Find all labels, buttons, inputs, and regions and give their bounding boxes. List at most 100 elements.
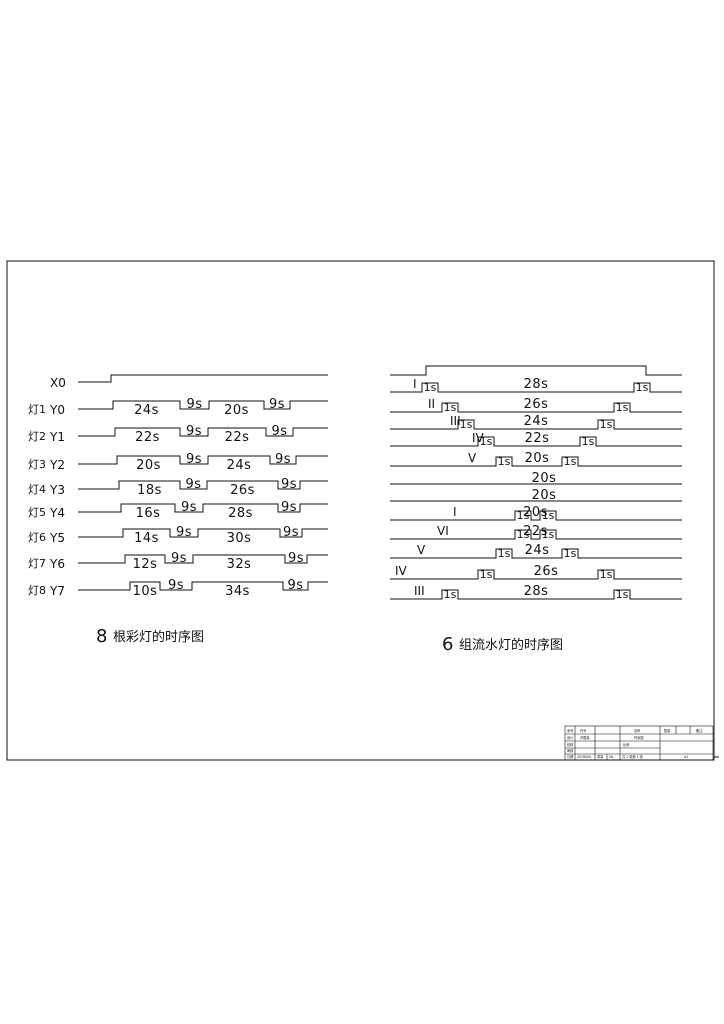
- duration-label: 30s: [227, 531, 252, 546]
- duration-label: 26s: [230, 483, 255, 498]
- group-label: V: [468, 451, 477, 465]
- signal-waveform: [78, 554, 328, 564]
- duration-label: 12s: [133, 557, 158, 572]
- duration-label: 1s: [636, 381, 649, 394]
- duration-label: 24s: [524, 414, 549, 429]
- tb-date-value: 2978000: [577, 755, 591, 759]
- signal-waveform: [78, 427, 328, 437]
- duration-label: 24s: [134, 403, 159, 418]
- duration-label: 18s: [137, 483, 162, 498]
- duration-label: 24s: [525, 543, 550, 558]
- duration-label: 20s: [525, 451, 550, 466]
- duration-label: 1s: [582, 435, 595, 448]
- lamp-name: 灯7: [28, 557, 46, 570]
- signal-waveform: [390, 365, 682, 376]
- signal-label: Y6: [49, 557, 65, 571]
- signal-label: X0: [50, 376, 66, 390]
- left-caption-number: 8: [96, 626, 107, 647]
- group-label: II: [428, 397, 435, 411]
- tb-header-code: 代号: [580, 728, 586, 733]
- tb-scale-label: 比例: [623, 742, 629, 747]
- right-caption-number: 6: [442, 634, 453, 655]
- lamp-name: 灯1: [28, 403, 46, 416]
- duration-label: 1s: [600, 418, 613, 431]
- title-block: 序号 代号 名称 数量 备注 设计 尹国英 时序图 校核 审核 比例 日期 29…: [564, 725, 714, 761]
- tb-header-name: 名称: [634, 728, 641, 733]
- signal-label: Y2: [49, 458, 65, 472]
- duration-label: 20s: [523, 505, 548, 520]
- signal-label: Y7: [49, 584, 65, 598]
- group-label: VI: [437, 524, 449, 538]
- signal-waveform: [390, 589, 682, 600]
- lamp-name: 灯5: [28, 506, 46, 519]
- tb-weight-value: 28: [609, 755, 613, 759]
- duration-label: 26s: [524, 397, 549, 412]
- duration-label: 1s: [600, 568, 613, 581]
- duration-label: 32s: [227, 557, 252, 572]
- signal-waveform: [78, 374, 328, 383]
- tb-sheets: 共 1 张第 1 张: [622, 754, 644, 759]
- signal-label: Y5: [49, 531, 65, 545]
- duration-label: 1s: [424, 381, 437, 394]
- duration-label: 9s: [181, 500, 197, 515]
- duration-label: 9s: [186, 397, 202, 412]
- signal-waveform: [390, 419, 682, 430]
- duration-label: 26s: [534, 564, 559, 579]
- duration-label: 1s: [498, 455, 511, 468]
- duration-label: 1s: [460, 418, 473, 431]
- duration-label: 1s: [564, 547, 577, 560]
- tb-date-label: 日期: [567, 754, 573, 759]
- signal-waveform: [390, 456, 682, 467]
- right-row-7: 20s: [390, 488, 682, 503]
- lamp-name: 灯6: [28, 531, 46, 544]
- duration-label: 22s: [525, 431, 550, 446]
- duration-label: 9s: [186, 452, 202, 467]
- duration-label: 10s: [133, 584, 158, 599]
- tb-header-no: 序号: [567, 728, 573, 733]
- duration-label: 1s: [542, 528, 555, 541]
- right-row-0: [390, 365, 682, 376]
- duration-label: 9s: [176, 525, 192, 540]
- duration-label: 9s: [171, 551, 187, 566]
- signal-waveform: [78, 503, 328, 513]
- right-row-6: 20s: [390, 471, 682, 486]
- signal-waveform: [78, 455, 328, 465]
- duration-label: 9s: [275, 452, 291, 467]
- duration-label: 1s: [444, 588, 457, 601]
- tb-drawing-name: 时序图: [634, 735, 644, 740]
- duration-label: 1s: [517, 528, 530, 541]
- signal-waveform: [390, 402, 682, 413]
- duration-label: 20s: [136, 458, 161, 473]
- signal-label: Y1: [49, 430, 65, 444]
- duration-label: 20s: [532, 488, 557, 503]
- left-row-X0: X0: [50, 374, 328, 390]
- tb-design-value: 尹国英: [580, 735, 590, 740]
- tb-size: A1: [684, 755, 688, 759]
- signal-label: Y0: [49, 403, 65, 417]
- duration-label: 9s: [288, 551, 304, 566]
- duration-label: 9s: [271, 424, 287, 439]
- signal-waveform: [390, 382, 682, 393]
- group-label: III: [450, 414, 461, 428]
- duration-label: 9s: [281, 477, 297, 492]
- duration-label: 20s: [224, 403, 249, 418]
- lamp-name: 灯4: [28, 483, 46, 496]
- duration-label: 9s: [186, 424, 202, 439]
- lamp-name: 灯2: [28, 430, 46, 443]
- lamp-name: 灯8: [28, 584, 46, 597]
- duration-label: 1s: [616, 401, 629, 414]
- duration-label: 9s: [287, 578, 303, 593]
- duration-label: 9s: [185, 477, 201, 492]
